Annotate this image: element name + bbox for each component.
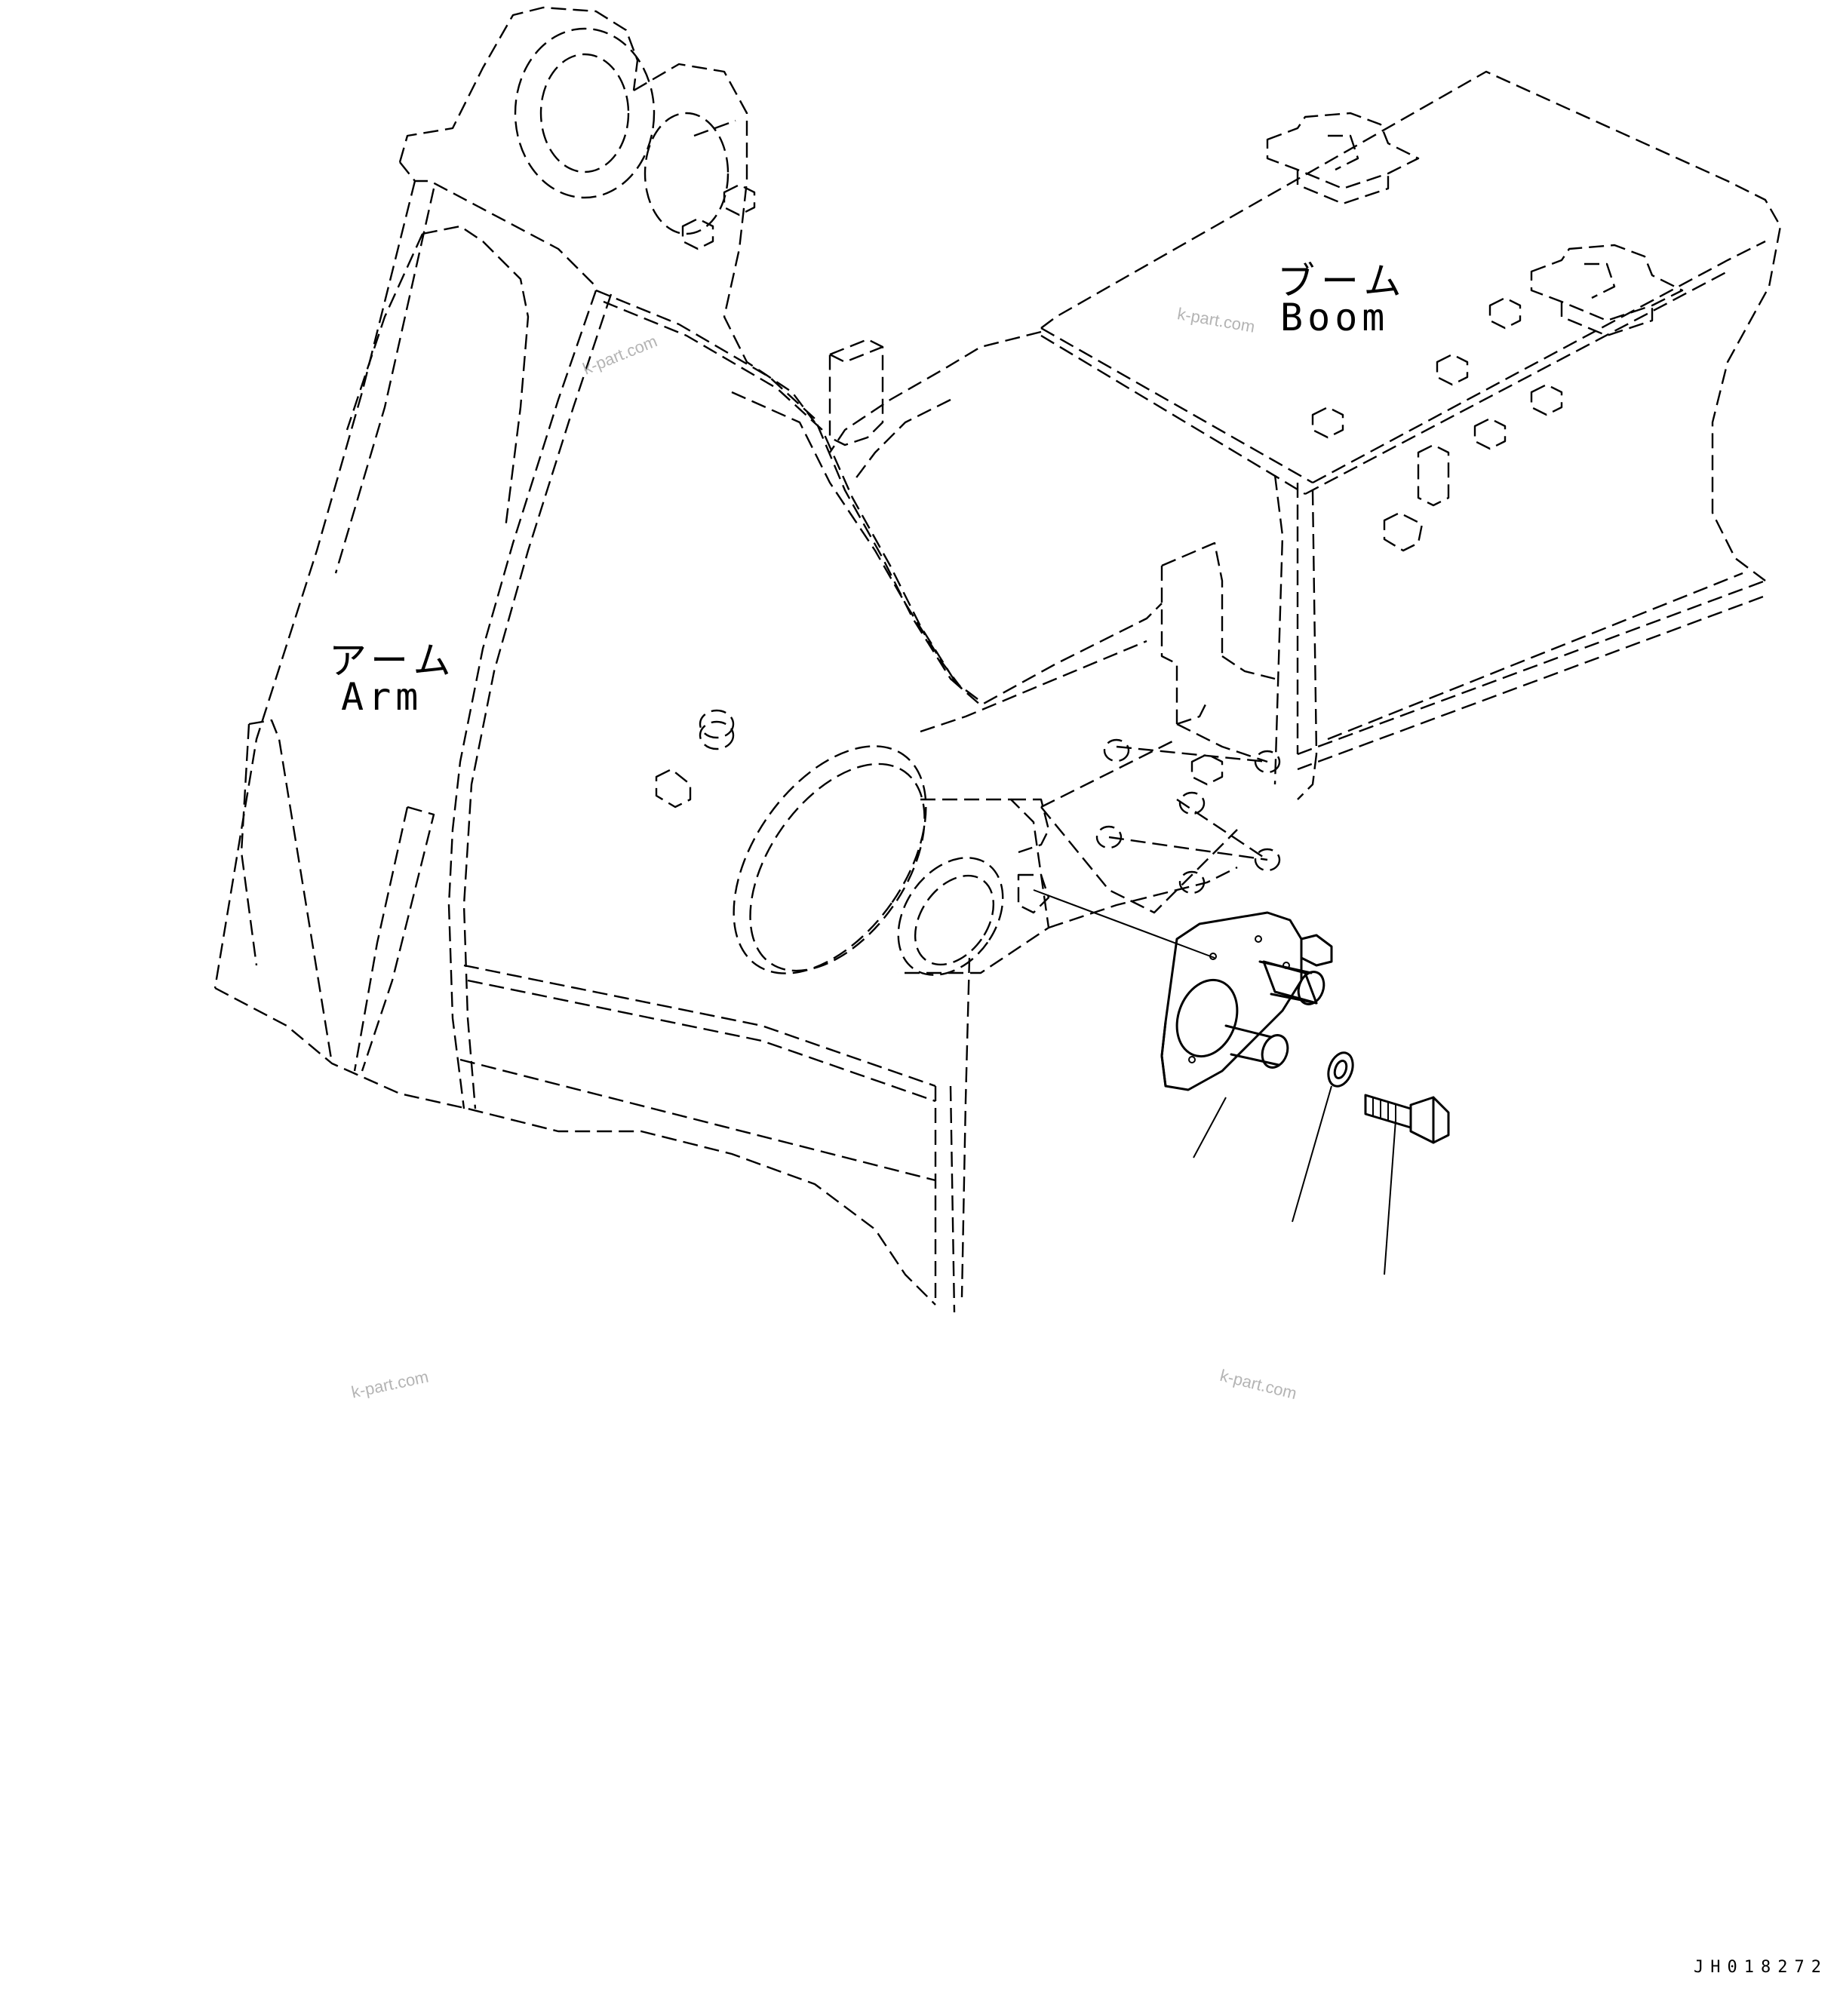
leader-lines (1033, 889, 1396, 1275)
arm-pivot (733, 603, 1238, 976)
arm-label-jp: アーム (329, 639, 457, 683)
boom-label-en: Boom (1280, 296, 1390, 339)
arm-label-en: Arm (341, 675, 423, 719)
boom-label-jp: ブーム (1277, 259, 1408, 303)
arm-outline (213, 6, 981, 1313)
weld-blocks (681, 183, 1563, 786)
washer (1327, 1051, 1354, 1088)
boom-outline (828, 70, 1782, 894)
bolt (1364, 1094, 1450, 1144)
boom-clamp-brackets (1266, 112, 1684, 337)
drawing-code: JH018272 (1694, 1958, 1828, 1977)
bracket-plate (1160, 911, 1333, 1091)
